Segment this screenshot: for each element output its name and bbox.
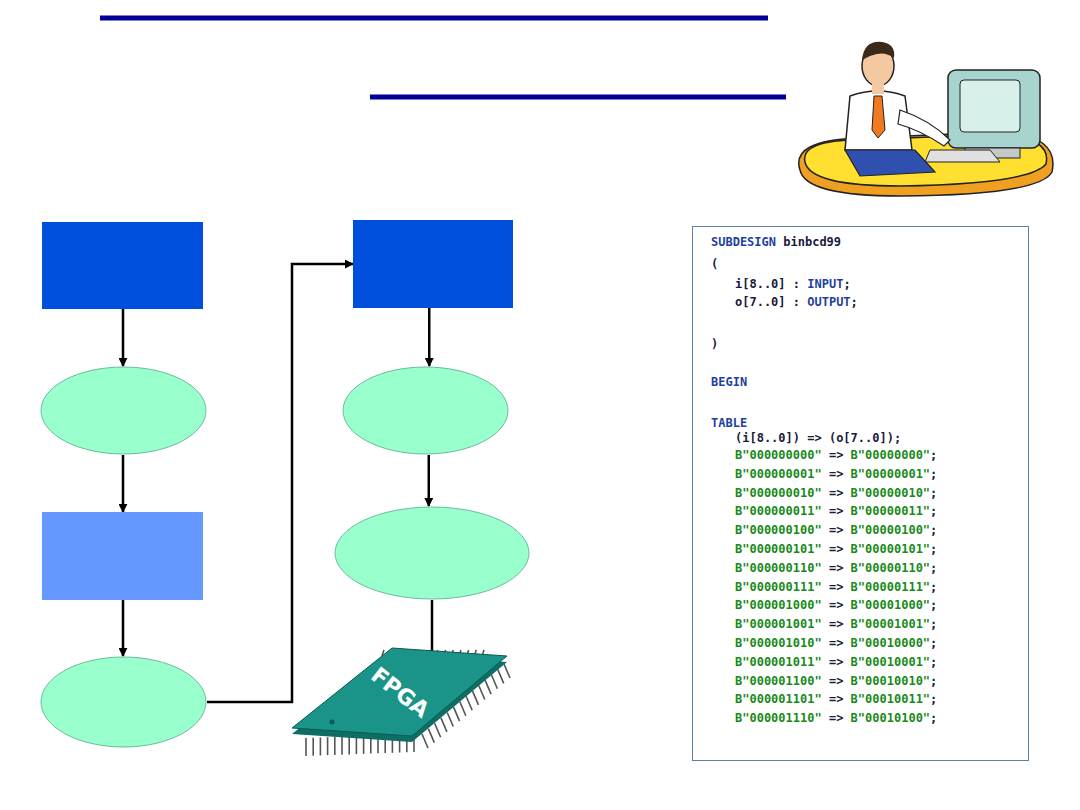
terminal-ellipse (40, 656, 207, 748)
code-line: SUBDESIGN binbcd99 (711, 235, 841, 249)
code-line: (i[8..0]) => (o[7..0]); (735, 431, 901, 445)
computer-user-clipart (799, 42, 1053, 196)
code-line: B"000000111" => B"00000111"; (735, 580, 937, 594)
code-line: B"000001010" => B"00010000"; (735, 636, 937, 650)
flow-arrow (122, 309, 125, 366)
code-line: B"000001011" => B"00010001"; (735, 655, 937, 669)
code-line: B"000001000" => B"00001000"; (735, 598, 937, 612)
ellipse-outline (334, 506, 530, 600)
code-line: BEGIN (711, 375, 747, 389)
code-line: B"000001100" => B"00010010"; (735, 674, 937, 688)
code-line: o[7..0] : OUTPUT; (735, 295, 858, 309)
code-line: ) (711, 337, 718, 351)
code-line: B"000000010" => B"00000010"; (735, 486, 937, 500)
code-line: B"000001001" => B"00001001"; (735, 617, 937, 631)
code-line: B"000000100" => B"00000100"; (735, 523, 937, 537)
code-line: B"000001101" => B"00010011"; (735, 692, 937, 706)
title-rule (100, 16, 768, 21)
flow-arrow (207, 264, 353, 702)
code-line: B"000000110" => B"00000110"; (735, 561, 937, 575)
code-line: TABLE (711, 416, 747, 430)
subtitle-rule (370, 95, 786, 100)
ellipse-outline (40, 656, 207, 748)
code-line: B"000000011" => B"00000011"; (735, 504, 937, 518)
terminal-ellipse (334, 506, 530, 600)
process-box (353, 220, 513, 308)
ellipse-outline (342, 366, 509, 455)
code-line: B"000000000" => B"00000000"; (735, 448, 937, 462)
flow-arrow (428, 455, 431, 506)
terminal-ellipse (342, 366, 509, 455)
code-line: B"000001110" => B"00010100"; (735, 711, 937, 725)
code-line: ( (711, 257, 718, 271)
ellipse-outline (40, 366, 207, 455)
flow-arrow (122, 600, 125, 656)
code-line: B"000000001" => B"00000001"; (735, 467, 937, 481)
flow-arrow (122, 455, 125, 512)
code-line: i[8..0] : INPUT; (735, 277, 851, 291)
process-box (42, 512, 203, 600)
code-line: B"000000101" => B"00000101"; (735, 542, 937, 556)
fpga-chip: FPGA (292, 652, 514, 770)
flow-arrow (428, 308, 431, 366)
code-panel: SUBDESIGN binbcd99 ( i[8..0] : INPUT; o[7..… (692, 226, 1029, 761)
terminal-ellipse (40, 366, 207, 455)
process-box (42, 222, 203, 309)
